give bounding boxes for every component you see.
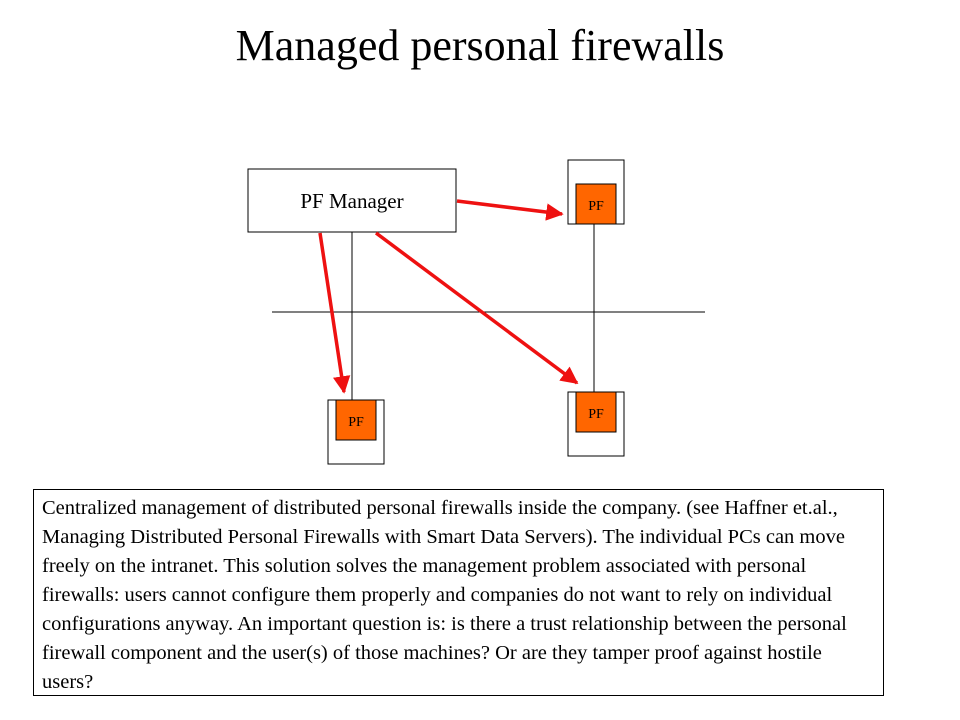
- slide-title: Managed personal firewalls: [235, 21, 725, 70]
- firewall-top-right: [575, 183, 617, 225]
- firewall-bottom-right: [575, 391, 617, 433]
- firewall-bottom-right-label: PF: [588, 407, 604, 422]
- arrow-to-bottom-left: [318, 232, 351, 394]
- pf-manager-box: [247, 168, 457, 233]
- firewall-top-right-label: PF: [588, 199, 604, 214]
- firewall-bottom-left-label: PF: [348, 415, 364, 430]
- arrow-to-top-right: [456, 199, 564, 221]
- caption-box: Centralized management of distributed pe…: [33, 489, 884, 696]
- firewall-bottom-left: [335, 399, 377, 441]
- arrow-to-bottom-right: [374, 231, 579, 385]
- pf-manager-label: PF Manager: [300, 189, 403, 213]
